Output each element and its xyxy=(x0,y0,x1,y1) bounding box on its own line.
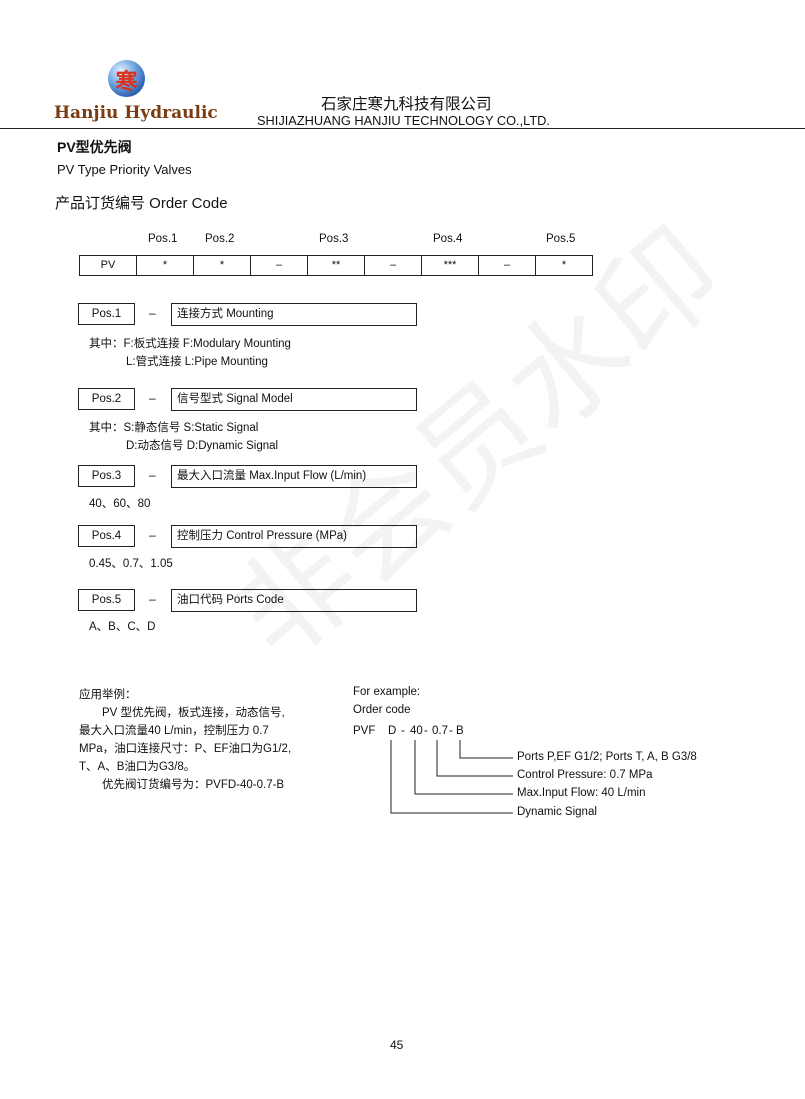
pos1-option-l: L:管式连接 L:Pipe Mounting xyxy=(126,356,268,368)
company-logo: 寒 xyxy=(108,60,145,97)
example-line-cn: 优先阀订货编号为：PVFD-40-0.7-B xyxy=(102,779,285,791)
order-code-label: Order code xyxy=(353,704,411,716)
code-cell-prefix: PV xyxy=(80,256,137,275)
code-cell-dash: – xyxy=(365,256,422,275)
code-part-dash: - xyxy=(449,725,453,737)
code-cell-pos4: *** xyxy=(422,256,479,275)
example-heading-cn: 应用举例： xyxy=(79,689,137,701)
code-part-signal: D xyxy=(388,725,397,737)
pos-header-3: Pos.3 xyxy=(319,233,349,245)
code-part-model: PVF xyxy=(353,725,376,737)
pos-header-1: Pos.1 xyxy=(148,233,178,245)
header-divider xyxy=(0,128,805,130)
product-title-cn: PV型优先阀 xyxy=(57,139,132,155)
pos1-option-f: 其中：F:板式连接 F:Modulary Mounting xyxy=(89,338,291,350)
pos-header-2: Pos.2 xyxy=(205,233,235,245)
example-line-cn: T、A、B油口为G3/8。 xyxy=(79,761,196,773)
code-part-dash: - xyxy=(424,725,428,737)
pos2-option-d: D:动态信号 D:Dynamic Signal xyxy=(126,440,279,452)
order-code-table: PV * * – ** – *** – * xyxy=(79,255,593,276)
example-line-cn: 最大入口流量40 L/min，控制压力 0.7 xyxy=(79,725,269,737)
pos5-title: 油口代码 Ports Code xyxy=(171,589,417,612)
pos-header-5: Pos.5 xyxy=(546,233,576,245)
pos5-dash: – xyxy=(149,592,156,606)
pos4-title: 控制压力 Control Pressure (MPa) xyxy=(171,525,417,548)
pos3-label: Pos.3 xyxy=(78,465,135,487)
pos2-dash: – xyxy=(149,391,156,405)
page-number: 45 xyxy=(390,1038,404,1052)
pos3-options: 40、60、80 xyxy=(89,498,151,510)
pos-header-4: Pos.4 xyxy=(433,233,463,245)
code-cell-dash: – xyxy=(251,256,308,275)
pos2-title: 信号型式 Signal Model xyxy=(171,388,417,411)
callout-flow: Max.Input Flow: 40 L/min xyxy=(517,787,646,799)
code-cell-dash: – xyxy=(479,256,536,275)
code-cell-pos3: ** xyxy=(308,256,365,275)
code-part-pressure: 0.7 xyxy=(432,725,448,737)
pos1-label: Pos.1 xyxy=(78,303,135,325)
callout-pressure: Control Pressure: 0.7 MPa xyxy=(517,769,653,781)
code-part-flow: 40 xyxy=(410,725,423,737)
product-title-en: PV Type Priority Valves xyxy=(57,162,192,177)
pos4-dash: – xyxy=(149,528,156,542)
pos4-label: Pos.4 xyxy=(78,525,135,547)
example-line-cn: PV 型优先阀，板式连接，动态信号, xyxy=(102,707,285,719)
code-cell-pos5: * xyxy=(561,259,567,271)
company-name-cn: 石家庄寒九科技有限公司 xyxy=(321,96,492,113)
pos5-label: Pos.5 xyxy=(78,589,135,611)
pos4-options: 0.45、0.7、1.05 xyxy=(89,558,173,570)
pos5-options: A、B、C、D xyxy=(89,621,156,633)
code-part-ports: B xyxy=(456,725,464,737)
example-line-cn: MPa，油口连接尺寸：P、EF油口为G1/2, xyxy=(79,743,292,755)
pos2-option-s: 其中：S:静态信号 S:Static Signal xyxy=(89,422,259,434)
company-name-en: SHIJIAZHUANG HANJIU TECHNOLOGY CO.,LTD. xyxy=(257,113,550,128)
example-heading-en: For example: xyxy=(353,686,421,698)
code-cell-pos2: * xyxy=(194,256,251,275)
code-cell-pos1: * xyxy=(137,256,194,275)
pos2-label: Pos.2 xyxy=(78,388,135,410)
order-code-heading: 产品订货编号 Order Code xyxy=(55,195,228,212)
callout-signal: Dynamic Signal xyxy=(517,806,597,818)
pos1-dash: – xyxy=(149,306,156,320)
brand-name: Hanjiu Hydraulic xyxy=(54,103,218,123)
pos1-title: 连接方式 Mounting xyxy=(171,303,417,326)
callout-ports: Ports P,EF G1/2; Ports T, A, B G3/8 xyxy=(517,751,697,763)
pos3-title: 最大入口流量 Max.Input Flow (L/min) xyxy=(171,465,417,488)
logo-glyph: 寒 xyxy=(115,69,138,95)
pos3-dash: – xyxy=(149,468,156,482)
code-part-dash: - xyxy=(401,725,405,737)
